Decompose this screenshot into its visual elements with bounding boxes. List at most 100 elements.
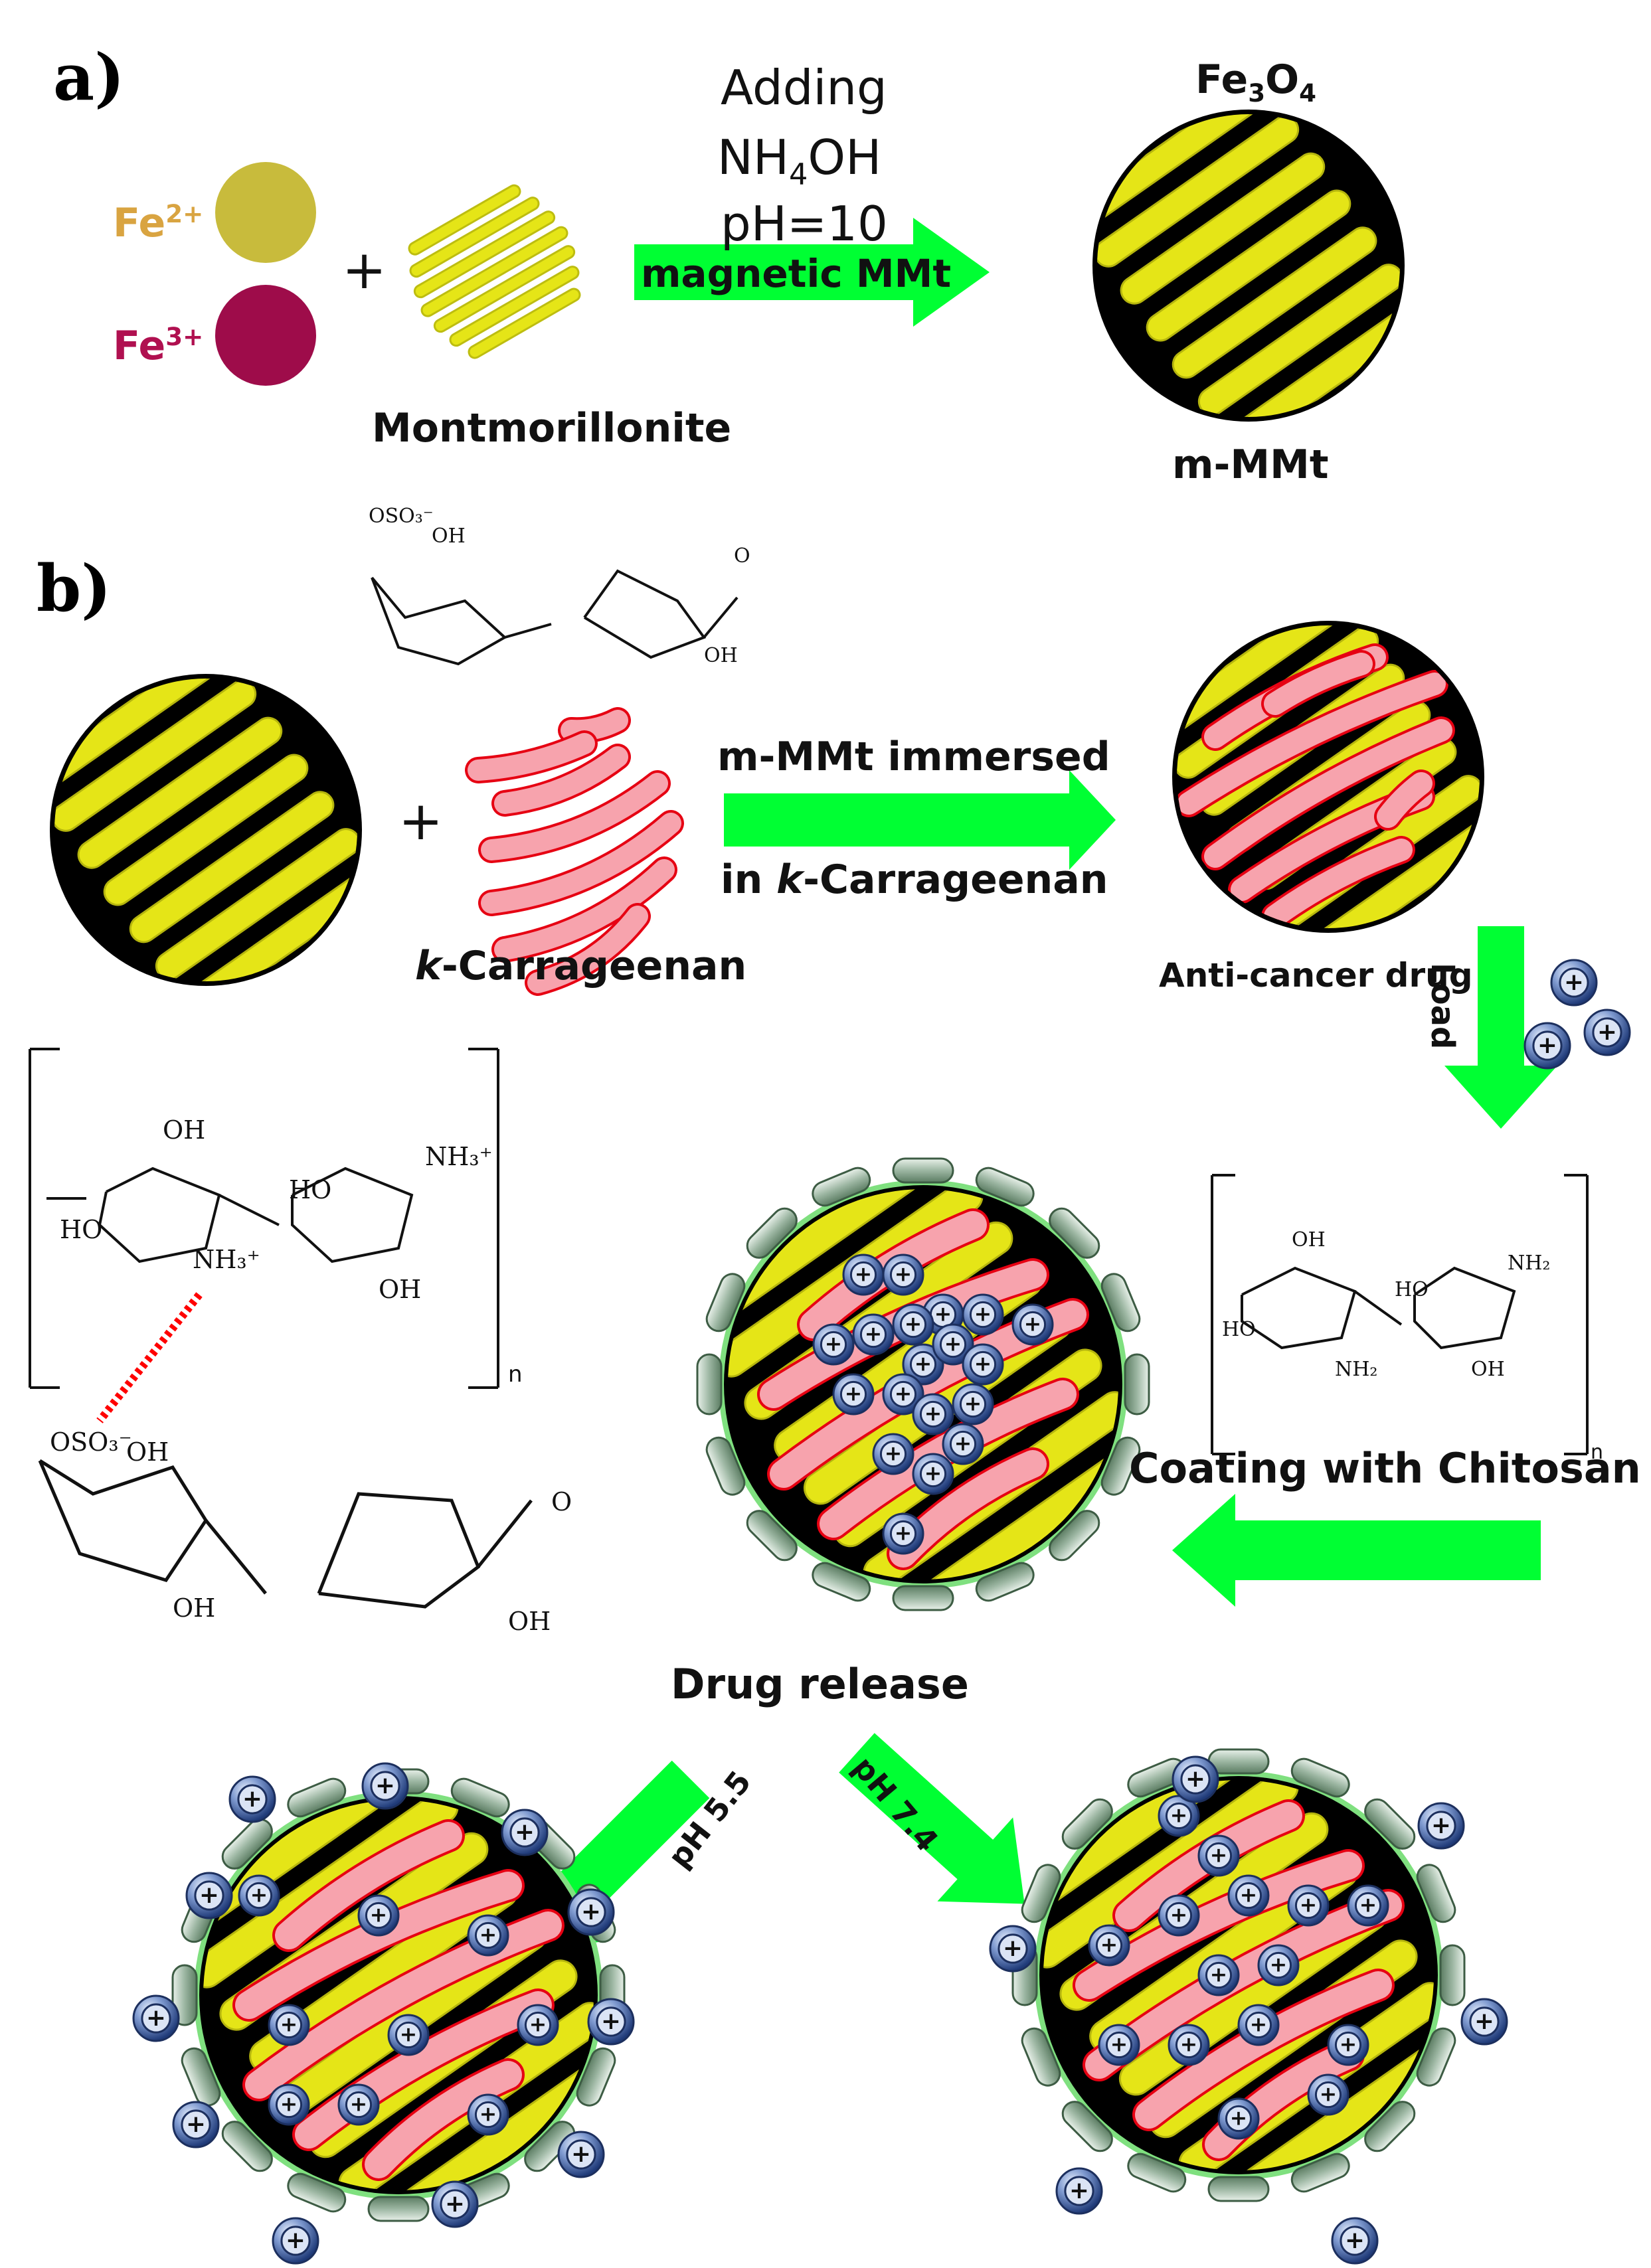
chitosan-shell-segment <box>1100 1273 1141 1333</box>
charge-symbol: + <box>825 1333 842 1356</box>
chitosan-shell-segment <box>1127 2152 1187 2193</box>
carrageenan-strand <box>1264 839 1413 928</box>
chitosan-shell-segment <box>892 1157 954 1184</box>
charge-symbol: + <box>1359 1894 1377 1917</box>
drug-cation: + <box>1331 2217 1379 2265</box>
drug-cation: + <box>812 1323 855 1366</box>
charge-symbol: + <box>1024 1313 1041 1336</box>
arrow-immersed <box>724 770 1116 870</box>
chitosan-shell-segment <box>696 1353 723 1416</box>
clay-layer <box>54 679 231 795</box>
chitosan-shell-segment <box>1439 1944 1466 2006</box>
charge-symbol: + <box>1431 1812 1451 1839</box>
arrow-coating <box>1172 1494 1541 1607</box>
charge-symbol: + <box>974 1352 992 1376</box>
arrow-magnetic-mmt <box>634 218 990 327</box>
drug-loaded-coated-sphere: +++++++++++++++++++ <box>696 1157 1150 1611</box>
drug-cation: + <box>1197 1834 1240 1877</box>
chitosan-shell-segment <box>287 2172 347 2213</box>
chitosan-shell-segment <box>1290 1757 1350 1798</box>
chitosan-shell-segment <box>1364 1798 1416 1850</box>
carrageenan-strand <box>561 710 628 742</box>
drug-cation: + <box>431 2180 479 2228</box>
carrageenan-strand <box>1204 719 1452 868</box>
charge-symbol: + <box>350 2093 367 2117</box>
clay-layer <box>129 791 335 943</box>
chitosan-shell-segment <box>287 1777 347 1818</box>
clay-layer <box>77 716 283 869</box>
clay-layer <box>1097 114 1274 231</box>
clay-layer <box>181 864 357 981</box>
m-mmt-sphere <box>1092 110 1405 422</box>
charge-symbol: + <box>1270 1953 1287 1977</box>
charge-symbol: + <box>1210 1844 1227 1868</box>
drug-cation: + <box>902 1343 944 1386</box>
drug-cation: + <box>238 1874 280 1917</box>
drug-cation: + <box>268 2004 310 2046</box>
composite-sphere <box>1172 621 1484 933</box>
charge-symbol: + <box>974 1303 992 1327</box>
chitosan-shell-segment <box>1061 1798 1113 1850</box>
charge-symbol: + <box>964 1392 982 1416</box>
drug-cation: + <box>1172 1755 1219 1803</box>
ionic-interaction-line <box>96 1292 203 1423</box>
carrageenan-strand <box>1264 653 1373 715</box>
chitosan-shell-segment <box>1124 1353 1150 1416</box>
charge-symbol: + <box>1340 2033 1357 2057</box>
fe2-ion <box>215 162 316 263</box>
charge-symbol: + <box>1564 969 1584 996</box>
drug-cation: + <box>912 1453 954 1495</box>
carrageenan-strand <box>295 1991 552 2148</box>
drug-cation: + <box>1217 2097 1260 2140</box>
drug-cation: + <box>467 1914 509 1957</box>
charge-symbol: + <box>845 1382 862 1406</box>
drug-cation: + <box>852 1313 895 1356</box>
drug-cation: + <box>912 1393 954 1435</box>
drug-cation: + <box>1227 1874 1270 1917</box>
drug-cation: + <box>228 1775 276 1823</box>
drug-cation: + <box>962 1343 1004 1386</box>
drug-cation: + <box>1347 1884 1389 1927</box>
arrow-load <box>1444 926 1557 1129</box>
carrageenan-strand <box>527 906 648 993</box>
clay-layer <box>54 679 257 832</box>
release-ph-7-4-sphere: +++++++++++++++ <box>1011 1748 1466 2202</box>
chitosan-shell-segment <box>1021 2027 1061 2087</box>
m-mmt-sphere-b <box>50 674 362 986</box>
drug-cation: + <box>842 1254 885 1296</box>
chitosan-structure-right <box>1211 1174 1589 1455</box>
charge-symbol: + <box>280 2013 298 2037</box>
chitosan-shell-segment <box>1364 2101 1416 2152</box>
charge-symbol: + <box>1110 2033 1128 2057</box>
carrageenan-strand <box>494 859 675 960</box>
carrageenan-strand <box>1377 772 1433 828</box>
charge-symbol: + <box>581 1898 601 1925</box>
charge-symbol: + <box>1474 2008 1494 2035</box>
drug-cation: + <box>962 1293 1004 1336</box>
charge-symbol: + <box>186 2111 206 2138</box>
charge-symbol: + <box>885 1442 902 1466</box>
charge-symbol: + <box>1300 1894 1317 1917</box>
drug-cation: + <box>1197 1954 1240 1996</box>
clay-layer <box>1197 264 1400 416</box>
chitosan-shell-segment <box>812 1167 871 1207</box>
charge-symbol: + <box>571 2141 591 2168</box>
chitosan-structure-left <box>29 1048 499 1389</box>
drug-cation: + <box>357 1894 400 1937</box>
release-ph-5-5-sphere: + + + + + + + + + <box>171 1768 626 2222</box>
charge-symbol: + <box>280 2093 298 2117</box>
drug-cation: + <box>1583 1009 1631 1056</box>
charge-symbol: + <box>944 1333 962 1356</box>
carrageenan-strand <box>481 773 668 860</box>
chitosan-shell-segment <box>1416 1864 1456 1923</box>
clay-layer <box>103 754 309 906</box>
drug-cation: + <box>132 1994 180 2042</box>
charge-symbol: + <box>1320 2083 1337 2107</box>
drug-cation: + <box>882 1512 924 1555</box>
carrageenan-strand <box>365 2061 522 2178</box>
drug-cation: + <box>832 1373 875 1416</box>
clay-layer <box>1120 152 1326 305</box>
drug-cation: + <box>942 1423 984 1465</box>
chitosan-shell-segment <box>746 1207 798 1259</box>
